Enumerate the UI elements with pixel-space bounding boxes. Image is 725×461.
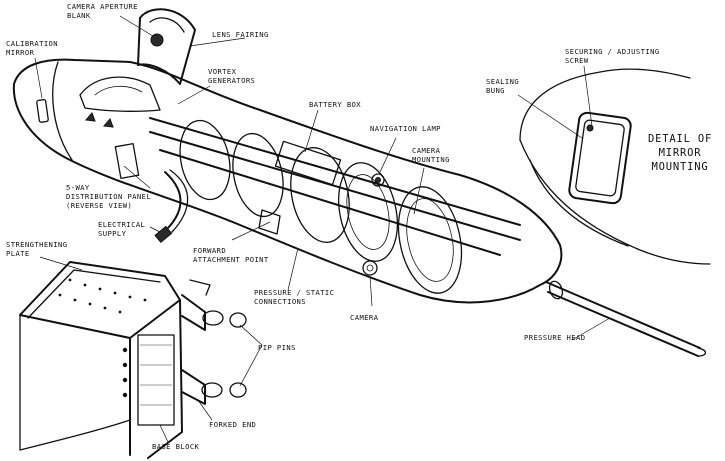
label-line: (REVERSE VIEW): [66, 201, 133, 210]
label-base-block: BASE BLOCK: [152, 442, 200, 451]
label-camera-mounting: CAMERA MOUNTING: [412, 146, 450, 164]
label-line: PRESSURE / STATIC: [254, 288, 335, 297]
pod-body: [12, 8, 707, 357]
label-line: STRENGTHENING: [6, 240, 68, 249]
label-line: CAMERA APERTURE: [67, 2, 138, 11]
label-sealing-bung: SEALING BUNG: [486, 77, 519, 95]
label-pip-pins: PIP PINS: [258, 343, 296, 352]
detail-title-line: MOUNTING: [651, 161, 709, 173]
label-line: SECURING / ADJUSTING: [565, 47, 660, 56]
label-line: SUPPLY: [98, 229, 127, 238]
label-line: DISTRIBUTION PANEL: [66, 192, 152, 201]
label-line: ELECTRICAL: [98, 220, 146, 229]
label-battery-box: BATTERY BOX: [309, 100, 361, 109]
label-line: ATTACHMENT POINT: [193, 255, 269, 264]
label-line: BUNG: [486, 86, 505, 95]
label-line: PLATE: [6, 249, 30, 258]
leader-lines: [34, 15, 611, 443]
label-line: MIRROR: [6, 48, 35, 57]
label-line: CONNECTIONS: [254, 297, 306, 306]
label-line: FORWARD: [193, 246, 227, 255]
label-securing-adjusting-screw: SECURING / ADJUSTING SCREW: [565, 47, 660, 65]
label-forward-attachment-point: FORWARD ATTACHMENT POINT: [193, 246, 269, 264]
detail-title-line: MIRROR: [658, 147, 702, 159]
label-strengthening-plate: STRENGTHENING PLATE: [6, 240, 67, 258]
mirror-mounting-detail: [519, 68, 711, 265]
label-line: SCREW: [565, 56, 589, 65]
label-lens-fairing: LENS FAIRING: [212, 30, 269, 39]
label-distribution-panel: 5-WAY DISTRIBUTION PANEL (REVERSE VIEW): [66, 183, 151, 210]
label-line: GENERATORS: [208, 76, 256, 85]
label-electrical-supply: ELECTRICAL SUPPLY: [98, 220, 145, 238]
label-line: MOUNTING: [412, 155, 450, 164]
label-vortex-generators: VORTEX GENERATORS: [208, 67, 255, 85]
label-calibration-mirror: CALIBRATION MIRROR: [6, 39, 58, 57]
label-line: SEALING: [486, 77, 520, 86]
label-camera-aperture-blank: CAMERA APERTURE BLANK: [67, 2, 138, 20]
label-camera: CAMERA: [350, 313, 379, 322]
label-line: VORTEX: [208, 67, 237, 76]
label-line: 5-WAY: [66, 183, 90, 192]
mounting-pylon: [19, 261, 247, 459]
label-forked-end: FORKED END: [209, 420, 257, 429]
label-line: CAMERA: [412, 146, 441, 155]
label-navigation-lamp: NAVIGATION LAMP: [370, 124, 441, 133]
label-pressure-head: PRESSURE HEAD: [524, 333, 586, 342]
detail-title-line: DETAIL OF: [648, 133, 713, 145]
label-line: CALIBRATION: [6, 39, 58, 48]
label-line: BLANK: [67, 11, 91, 20]
label-pressure-static-connections: PRESSURE / STATIC CONNECTIONS: [254, 288, 334, 306]
detail-title: DETAIL OF MIRROR MOUNTING: [648, 132, 712, 174]
